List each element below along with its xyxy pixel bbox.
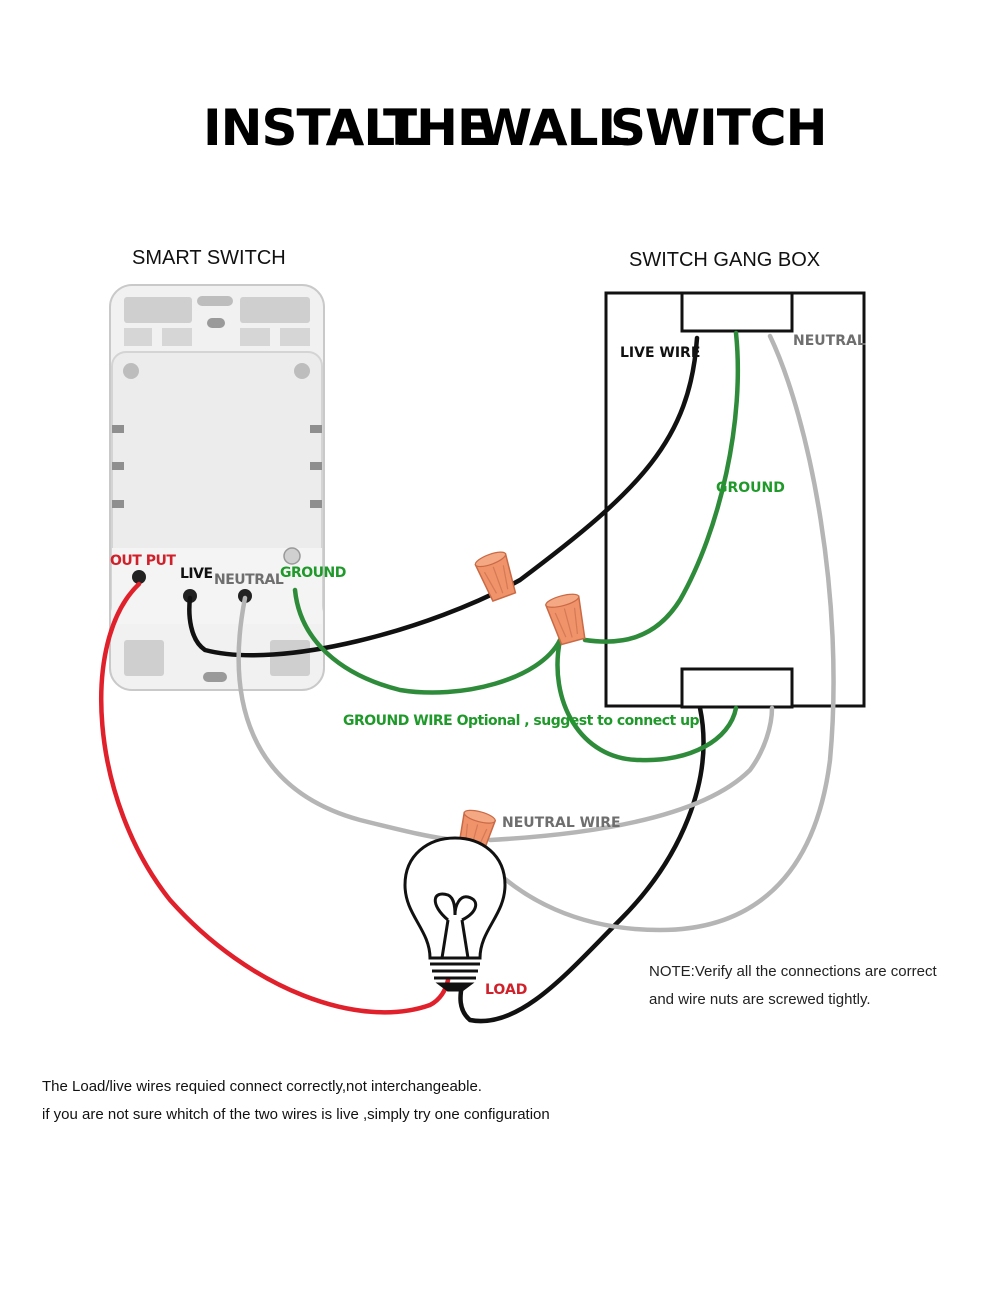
output-wire — [99, 581, 451, 1015]
note-line-1: NOTE:Verify all the connections are corr… — [649, 963, 937, 980]
live-wire-label: LIVE WIRE — [620, 345, 700, 361]
note-line-2: and wire nuts are screwed tightly. — [649, 991, 871, 1008]
ground-optional-label: GROUND WIRE Optional , suggest to connec… — [343, 713, 700, 729]
live-label: LIVE — [180, 566, 213, 582]
output-label: OUT PUT — [110, 553, 176, 569]
live-wire-bottom — [458, 705, 706, 1024]
smart-switch-heading: SMART SWITCH — [132, 247, 286, 269]
neutral-wire-switch — [236, 595, 463, 843]
title-word-4: SWITCH — [610, 99, 826, 157]
neutral-label: NEUTRAL — [214, 572, 284, 588]
ground-wire-bottom — [555, 637, 739, 763]
title-word-3: WALL — [477, 99, 628, 157]
gang-box-heading: SWITCH GANG BOX — [629, 249, 820, 271]
live-wire-top — [187, 335, 700, 658]
ground-terminal — [283, 547, 301, 565]
output-terminal — [132, 570, 146, 584]
title-word-2: THE — [383, 99, 490, 157]
wire-nut-icon — [544, 593, 586, 646]
wire-nut-icon — [474, 551, 517, 602]
smart-switch-device — [109, 284, 325, 691]
page-title: INSTALL THE WALL SWITCH — [203, 99, 827, 157]
box-ground-label: GROUND — [716, 480, 785, 496]
gang-box — [604, 291, 866, 709]
box-neutral-label: NEUTRAL — [793, 333, 866, 349]
ground-wire-top — [582, 330, 741, 644]
title-word-1: INSTALL — [203, 99, 425, 157]
ground-wire-switch — [292, 587, 563, 695]
ground-label: GROUND — [280, 565, 346, 581]
neutral-wire-top — [477, 333, 836, 933]
wires — [99, 330, 836, 1024]
neutral-wire-label: NEUTRAL WIRE — [502, 815, 621, 831]
footer-line-2: if you are not sure whitch of the two wi… — [42, 1106, 550, 1123]
neutral-wire-bottom — [487, 705, 775, 843]
footer-line-1: The Load/live wires requied connect corr… — [42, 1078, 482, 1095]
load-label: LOAD — [485, 982, 527, 998]
light-bulb-icon — [403, 836, 507, 992]
